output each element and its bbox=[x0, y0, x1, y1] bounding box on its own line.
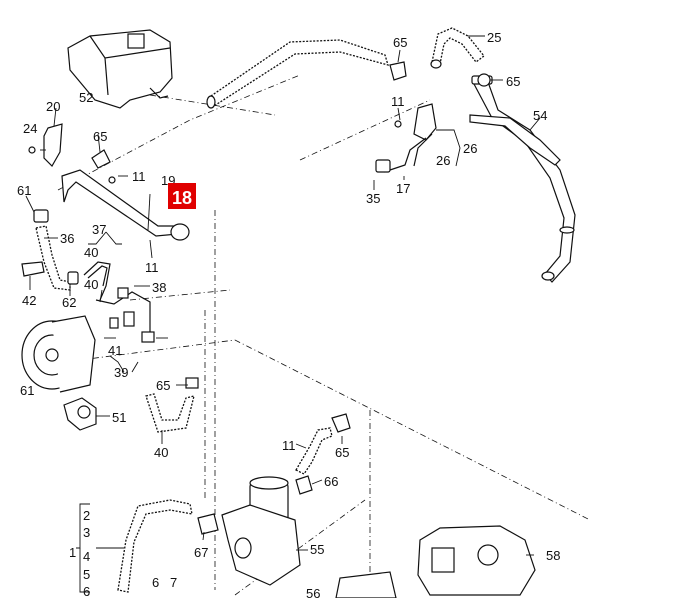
callout-label: 38 bbox=[152, 280, 166, 295]
hose-39 bbox=[141, 331, 199, 433]
callout-label: 62 bbox=[62, 295, 76, 310]
highlight-box bbox=[168, 183, 196, 209]
callout-label: 65 bbox=[156, 378, 170, 393]
callout-label: 25 bbox=[487, 30, 501, 45]
callout-label: 65 bbox=[335, 445, 349, 460]
callout-label: 4 bbox=[83, 549, 90, 564]
callout-label: 6 bbox=[152, 575, 159, 590]
callout-label: 51 bbox=[112, 410, 126, 425]
filter-housing-54 bbox=[221, 476, 301, 586]
callout-label: 11 bbox=[145, 260, 159, 275]
callout-label: 24 bbox=[23, 121, 37, 136]
callout-label: 39 bbox=[114, 365, 128, 380]
housing-56 bbox=[417, 525, 536, 596]
callout-label: 37 bbox=[92, 222, 106, 237]
pipe-17 bbox=[61, 169, 190, 241]
fitting-42 bbox=[63, 397, 97, 431]
upper-hose bbox=[206, 39, 389, 109]
lines-36 bbox=[83, 261, 151, 332]
callout-label: 36 bbox=[60, 231, 74, 246]
hose-24 bbox=[430, 27, 485, 69]
callout-label: 1 bbox=[69, 545, 76, 560]
callout-label: 61 bbox=[17, 183, 31, 198]
callout-label: 40 bbox=[154, 445, 168, 460]
callout-label: 11 bbox=[282, 438, 296, 453]
callout-label: 3 bbox=[83, 525, 90, 540]
callout-label: 61 bbox=[20, 383, 34, 398]
callout-label: 2 bbox=[83, 508, 90, 523]
callout-label: 67 bbox=[194, 545, 208, 560]
callout-label: 35 bbox=[366, 191, 380, 206]
expansion-tank bbox=[67, 29, 173, 109]
callout-label: 11 bbox=[132, 169, 146, 184]
highlighted-callout-18: 18 bbox=[168, 183, 196, 209]
callout-label: 56 bbox=[306, 586, 320, 598]
callout-label: 40 bbox=[84, 245, 98, 260]
highlight-label: 18 bbox=[172, 188, 192, 208]
hose-7 bbox=[295, 427, 333, 475]
callout-label: 41 bbox=[108, 343, 122, 358]
coolant-pump-58 bbox=[21, 315, 96, 393]
valve-assembly bbox=[375, 103, 437, 173]
callout-label: 40 bbox=[84, 277, 98, 292]
callout-label: 17 bbox=[396, 181, 410, 196]
clip-66 bbox=[197, 513, 219, 535]
coolant-pipe-52 bbox=[469, 75, 576, 283]
hose-1-6 bbox=[117, 499, 193, 593]
callout-label: 65 bbox=[93, 129, 107, 144]
callout-label: 66 bbox=[324, 474, 338, 489]
callout-label: 58 bbox=[546, 548, 560, 563]
callout-label: 65 bbox=[393, 35, 407, 50]
callout-label: 20 bbox=[46, 99, 60, 114]
bracket-19 bbox=[28, 123, 63, 167]
hose-35 bbox=[21, 209, 79, 291]
callout-label: 5 bbox=[83, 567, 90, 582]
clip-fittings bbox=[91, 61, 491, 495]
callout-label: 26 bbox=[436, 153, 450, 168]
callout-label: 7 bbox=[170, 575, 177, 590]
callout-label: 6 bbox=[83, 584, 90, 598]
callout-label: 11 bbox=[391, 94, 405, 109]
callout-label: 26 bbox=[463, 141, 477, 156]
callout-label: 52 bbox=[79, 90, 93, 105]
callout-label: 54 bbox=[533, 108, 547, 123]
callout-labels: 1 2 3 4 5 6 6 7 11 11 11 11 17 19 20 24 … bbox=[17, 30, 560, 598]
callout-label: 55 bbox=[310, 542, 324, 557]
leader-lines bbox=[25, 35, 541, 593]
box-55 bbox=[335, 571, 397, 598]
callout-label: 42 bbox=[22, 293, 36, 308]
callout-label: 65 bbox=[506, 74, 520, 89]
